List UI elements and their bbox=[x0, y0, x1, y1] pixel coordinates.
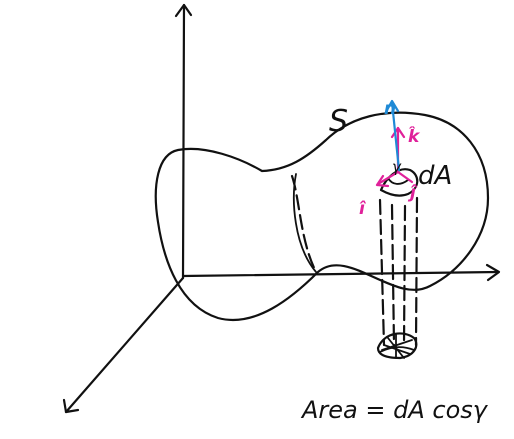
surface-neck-stroke bbox=[293, 173, 317, 273]
k-vector-arrowhead bbox=[390, 126, 406, 139]
x-axis bbox=[62, 276, 185, 414]
surface-label: S bbox=[329, 104, 348, 139]
projected-area-patch bbox=[376, 332, 418, 360]
z-axis-arrowhead bbox=[174, 3, 193, 18]
normal-label: n bbox=[384, 99, 396, 119]
normal-arrowhead bbox=[384, 99, 400, 114]
projection-line-3 bbox=[402, 204, 407, 347]
z-axis bbox=[174, 3, 193, 280]
area-formula: Area = dA cosγ bbox=[300, 396, 489, 424]
gamma-label: γ bbox=[392, 158, 402, 176]
projection-line-2 bbox=[390, 203, 396, 347]
unit-vectors bbox=[375, 126, 414, 188]
i-vector bbox=[376, 170, 400, 186]
normal-vector bbox=[384, 99, 401, 172]
surface-outline bbox=[154, 111, 490, 321]
projection-line-1 bbox=[378, 198, 386, 347]
y-axis-arrowhead bbox=[485, 263, 501, 282]
k-hat-label: k̂ bbox=[408, 126, 421, 147]
j-hat-label: ĵ bbox=[407, 183, 418, 203]
i-hat-label: î bbox=[359, 199, 367, 219]
projection-line-4 bbox=[414, 196, 419, 347]
y-axis bbox=[181, 263, 501, 282]
i-vector-arrowhead bbox=[375, 174, 390, 188]
j-vector bbox=[396, 170, 414, 184]
projection-column bbox=[378, 196, 419, 347]
area-element-hatch bbox=[387, 177, 409, 185]
dA-label: dA bbox=[418, 161, 452, 191]
x-axis-arrowhead bbox=[62, 398, 80, 414]
